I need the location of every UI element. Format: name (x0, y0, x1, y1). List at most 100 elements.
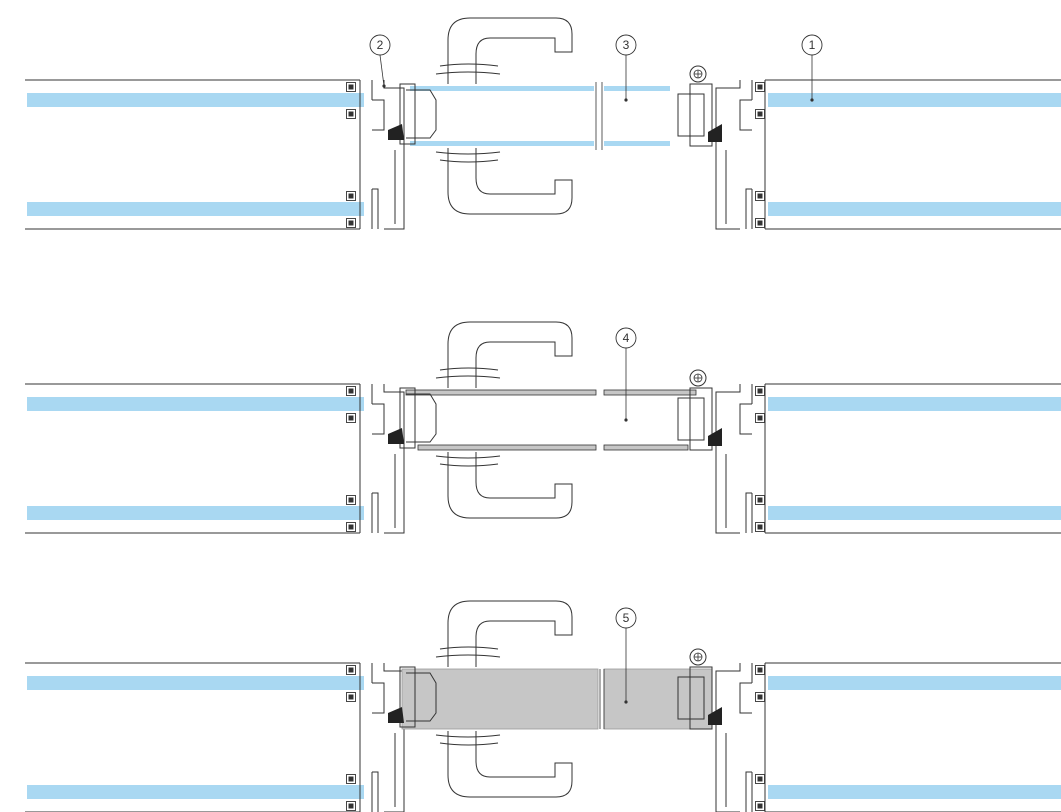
left-frame-profile (383, 663, 405, 812)
door-glass-bottom (604, 141, 670, 146)
callout-dot (624, 700, 628, 704)
door-sheet-bottom (603, 444, 689, 451)
gasket-seal (346, 109, 356, 119)
gasket-seal (346, 386, 356, 396)
lever-handle-top (447, 321, 573, 388)
left-mullion-profile (359, 663, 385, 812)
fixed-glass-pane (768, 785, 1061, 799)
gasket-seal (755, 82, 765, 92)
gasket-seal (755, 774, 765, 784)
right-frame-profile (715, 80, 741, 230)
handle-rosette-bottom (435, 151, 501, 163)
door-sheet-top (603, 389, 697, 396)
left-mullion-profile (359, 384, 385, 533)
gasket-seal (346, 191, 356, 201)
fixed-glass-pane (27, 506, 364, 520)
right-frame-profile (715, 384, 741, 534)
left-frame-profile (383, 384, 405, 534)
gasket-seal (346, 774, 356, 784)
left-mullion-profile (359, 80, 385, 229)
callout-circle (369, 34, 391, 56)
hinge-seal (388, 124, 404, 140)
handle-rosette-top (435, 63, 501, 75)
lock-profile (677, 83, 713, 147)
gasket-seal (346, 665, 356, 675)
fixed-glass-pane (768, 676, 1061, 690)
callout-dot (382, 84, 386, 88)
callout-5: 5 (615, 607, 637, 704)
right-mullion-profile (739, 663, 766, 812)
callout-number: 4 (623, 331, 630, 345)
callout-leader (379, 54, 385, 87)
door-glass-top (410, 86, 594, 91)
gasket-seal (755, 191, 765, 201)
gasket-seal (346, 692, 356, 702)
gasket-seal (346, 413, 356, 423)
door-glass-bottom (410, 141, 594, 146)
fixed-glass-pane (768, 93, 1061, 107)
gasket-seal (755, 495, 765, 505)
door-solid-core (603, 668, 713, 730)
right-mullion-profile (739, 384, 766, 533)
gasket-seal (755, 386, 765, 396)
callout-dot (624, 98, 628, 102)
door-sheet-top (405, 389, 597, 396)
callout-dot (810, 98, 814, 102)
fixed-glass-pane (27, 676, 364, 690)
callout-1: 1 (801, 34, 823, 102)
handle-rosette-bottom (435, 455, 501, 467)
fixed-glass-pane (768, 506, 1061, 520)
right-mullion-profile (739, 80, 766, 229)
gasket-seal (346, 801, 356, 811)
gasket-seal (346, 218, 356, 228)
callout-number: 5 (623, 611, 630, 625)
fixed-glass-pane (27, 93, 364, 107)
handle-rosette-bottom (435, 734, 501, 746)
lock-profile (677, 666, 713, 730)
right-frame-profile (715, 663, 741, 812)
gasket-seal (346, 495, 356, 505)
gasket-seal (755, 665, 765, 675)
fixed-glass-pane (768, 397, 1061, 411)
hinge-profile (399, 666, 437, 728)
gasket-seal (755, 522, 765, 532)
callout-number: 2 (377, 38, 384, 52)
panel-door-section: 4 (25, 321, 1061, 534)
callout-2: 2 (369, 34, 391, 88)
fixed-glass-pane (27, 202, 364, 216)
gasket-seal (346, 82, 356, 92)
gasket-seal (755, 218, 765, 228)
fixed-glass-pane (768, 202, 1061, 216)
door-solid-core (401, 668, 599, 730)
fixed-glass-pane (27, 397, 364, 411)
lock-seal (708, 124, 722, 142)
callout-3: 3 (615, 34, 637, 102)
door-glass-top (604, 86, 670, 91)
callout-circle (615, 34, 637, 56)
lock-profile (677, 387, 713, 451)
handle-rosette-top (435, 646, 501, 658)
callout-circle (615, 327, 637, 349)
callout-dot (624, 418, 628, 422)
callout-number: 3 (623, 38, 630, 52)
lever-handle-top (447, 17, 573, 84)
glass-door-section: 2 3 1 (25, 17, 1061, 230)
gasket-seal (755, 801, 765, 811)
hinge-seal (388, 707, 404, 723)
callout-4: 4 (615, 327, 637, 422)
hinge-seal (388, 428, 404, 444)
fixed-glass-pane (27, 785, 364, 799)
callout-number: 1 (809, 38, 816, 52)
lever-handle-bottom (447, 452, 573, 519)
hinge-profile (399, 83, 437, 145)
lever-handle-bottom (447, 148, 573, 215)
gasket-seal (755, 692, 765, 702)
handle-rosette-top (435, 367, 501, 379)
lever-handle-top (447, 600, 573, 667)
gasket-seal (346, 522, 356, 532)
lever-handle-bottom (447, 731, 573, 798)
callout-circle (801, 34, 823, 56)
door-sheet-bottom (417, 444, 597, 451)
lock-seal (708, 707, 722, 725)
